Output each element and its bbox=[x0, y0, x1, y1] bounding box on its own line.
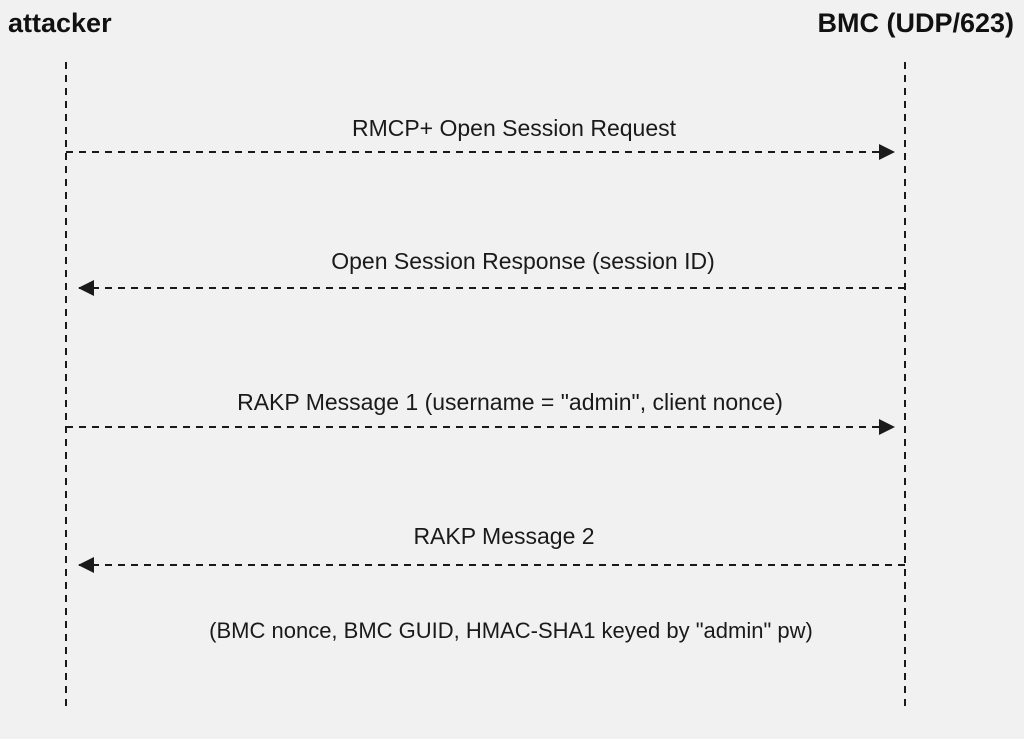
participant-bmc: BMC (UDP/623) bbox=[817, 8, 1014, 38]
message-label-open-session-request: RMCP+ Open Session Request bbox=[352, 115, 677, 141]
participant-attacker: attacker bbox=[8, 8, 112, 38]
rakp-message-2-note: (BMC nonce, BMC GUID, HMAC-SHA1 keyed by… bbox=[209, 618, 813, 643]
message-label-open-session-response: Open Session Response (session ID) bbox=[331, 248, 715, 274]
message-label-rakp-message-2: RAKP Message 2 bbox=[413, 523, 594, 549]
message-label-rakp-message-1: RAKP Message 1 (username = "admin", clie… bbox=[237, 389, 783, 415]
